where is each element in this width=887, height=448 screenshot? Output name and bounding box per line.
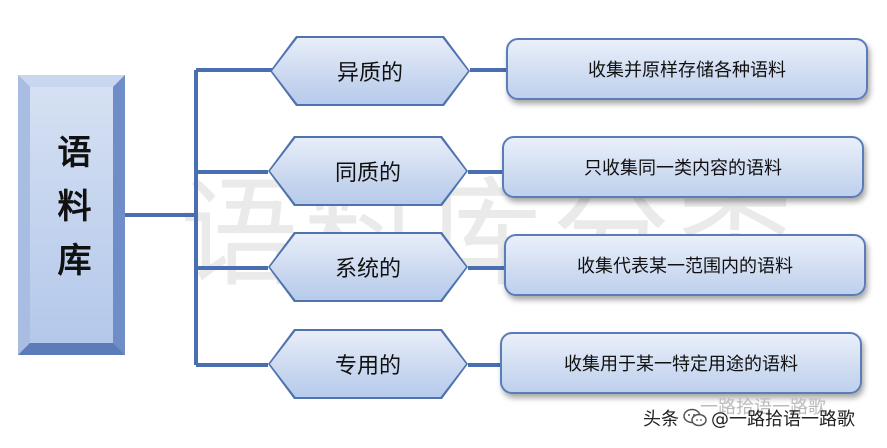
- category-node-4: 专用的: [268, 329, 468, 399]
- wechat-icon: [683, 408, 707, 427]
- category-label: 系统的: [334, 257, 401, 282]
- category-node-1: 异质的: [270, 36, 470, 106]
- root-title: 语料库: [51, 134, 91, 296]
- root-node: 语料库: [18, 75, 125, 355]
- description-text: 收集并原样存储各种语料: [588, 60, 786, 81]
- credit-watermark: 一路拾语一路歌: [700, 397, 826, 418]
- category-label: 同质的: [334, 161, 401, 186]
- description-box-4: 收集用于某一特定用途的语料: [500, 332, 862, 394]
- description-box-1: 收集并原样存储各种语料: [506, 38, 868, 100]
- description-text: 收集用于某一特定用途的语料: [564, 354, 798, 375]
- category-label: 异质的: [336, 61, 403, 86]
- credit-prefix: 头条: [643, 409, 679, 430]
- description-box-3: 收集代表某一范围内的语料: [504, 234, 866, 296]
- description-box-2: 只收集同一类内容的语料: [502, 136, 864, 198]
- credit-line: 头条 @一路拾语一路歌: [643, 405, 855, 431]
- description-text: 收集代表某一范围内的语料: [577, 256, 793, 277]
- description-text: 只收集同一类内容的语料: [584, 158, 782, 179]
- credit-handle: @一路拾语一路歌: [711, 409, 855, 430]
- category-label: 专用的: [334, 354, 401, 379]
- category-node-3: 系统的: [268, 232, 468, 302]
- category-node-2: 同质的: [268, 136, 468, 206]
